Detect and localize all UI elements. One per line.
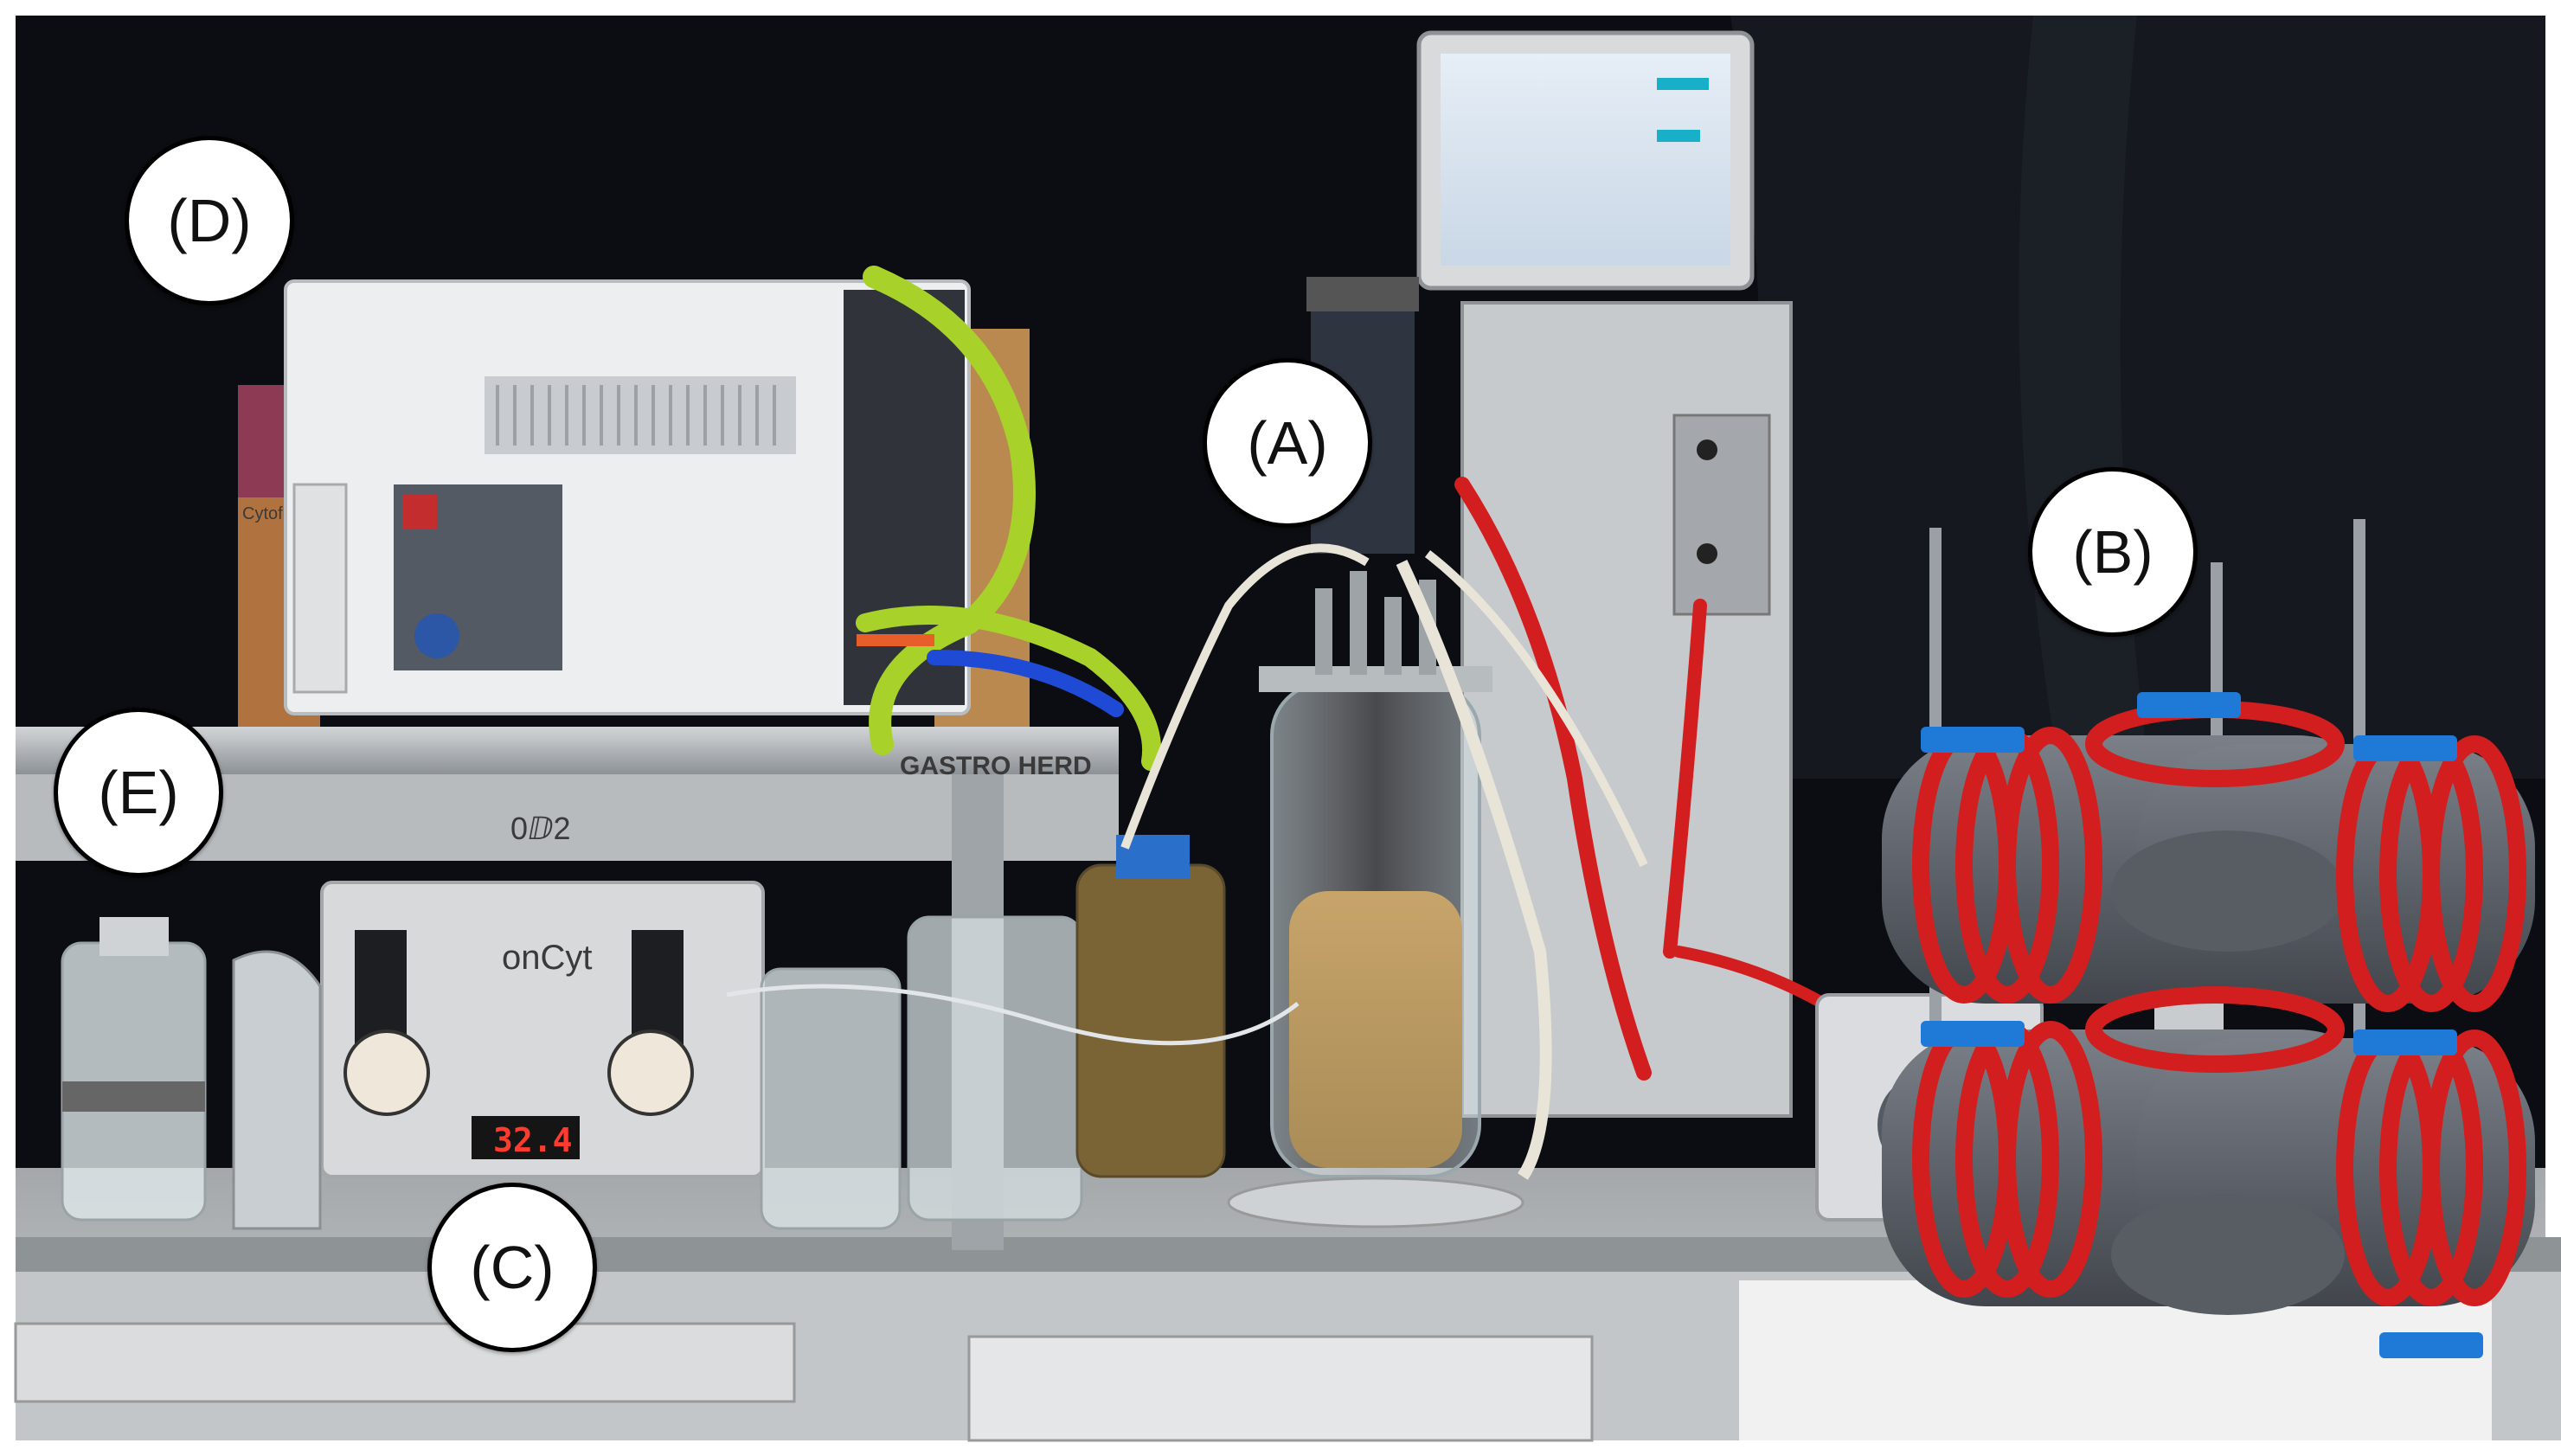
label-d-text: (D) xyxy=(167,187,252,254)
label-c-text: (C) xyxy=(470,1234,555,1301)
label-e: (E) xyxy=(54,708,223,877)
clear-tubing xyxy=(1396,560,1552,1180)
curtain-fold xyxy=(2019,16,2163,865)
clear-tubing xyxy=(1424,550,1648,868)
green-tubing xyxy=(863,266,1036,755)
bench-drawer xyxy=(14,1322,796,1403)
label-a: (A) xyxy=(1203,358,1372,528)
label-d: (D) xyxy=(125,136,294,305)
oncyt-brand-text: onCyt xyxy=(502,939,593,977)
clear-tubing xyxy=(726,984,1300,1046)
red-tubing xyxy=(1663,599,1707,959)
bench-marker-text: 0ⅅ2 xyxy=(510,811,571,846)
curtain-fold xyxy=(1730,16,2545,779)
bioreactor-vessel xyxy=(1227,571,1524,1228)
red-tubing xyxy=(1454,477,1652,1081)
bench-drawer xyxy=(967,1335,1594,1442)
label-b: (B) xyxy=(2028,467,2198,637)
clear-tubing xyxy=(1120,543,1370,850)
media-bottles xyxy=(61,835,1226,1230)
label-a-text: (A) xyxy=(1247,409,1328,477)
green-tubing xyxy=(856,606,1162,771)
box-print xyxy=(238,385,290,497)
label-b-text: (B) xyxy=(2072,518,2153,586)
blue-tubing xyxy=(927,650,1124,717)
pump-display-text: 32.4 xyxy=(493,1121,573,1159)
flow-cytometer-device xyxy=(284,279,971,715)
oncyt-pump-device: 32.4 onCyt xyxy=(320,881,765,1178)
label-e-text: (E) xyxy=(98,759,179,826)
magnet-coil-assembly xyxy=(1739,519,2535,1440)
label-c: (C) xyxy=(427,1183,597,1352)
bench-brand-text: GASTRO HERD xyxy=(900,752,1092,780)
white-base xyxy=(1739,1280,2492,1440)
